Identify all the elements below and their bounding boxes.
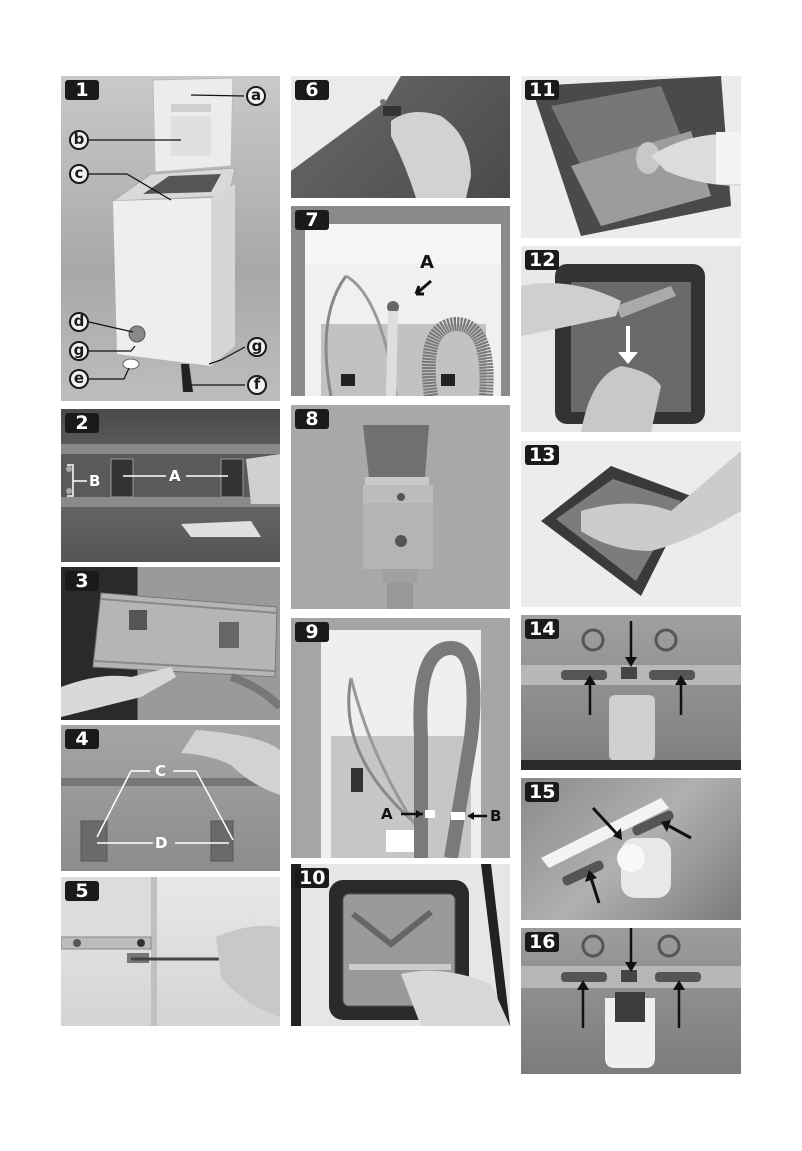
step-number-badge: 3 [65,571,99,591]
label-a: A [169,467,181,485]
step-4-image: 4 C D [61,725,280,871]
label-d: D [155,834,168,852]
step-number-badge: 8 [295,409,329,429]
drum-close-illustration [541,451,741,596]
washing-machine-illustration [88,77,246,392]
step-number-badge: 6 [295,80,329,100]
step-number-badge: 16 [525,932,560,952]
bracket-removal-illustration [61,592,280,717]
step-number-badge: 9 [295,622,329,642]
drum-flap-open-illustration [521,264,705,432]
step-12-image: 12 [521,246,741,432]
step-16-image: 16 [521,928,741,1074]
rear-hoses-illustration [305,224,501,396]
step-11-image: 11 [521,76,741,238]
step-number-badge: 12 [525,250,560,270]
step-8-image: 8 [291,405,510,609]
step-number-badge: 2 [65,413,99,433]
step-9-image: 9 A B [291,618,510,858]
callout-c: c [69,164,89,184]
step-1-image: 1 a b c d g e g f [61,76,280,401]
callout-b: b [69,130,89,150]
hose-clips-illustration [321,630,487,858]
callout-g-right: g [247,337,267,357]
step-number-badge: 15 [525,782,560,802]
callout-e: e [69,369,89,389]
transport-bracket-illustration [61,444,280,537]
callout-g-left: g [69,341,89,361]
step-15-image: 15 [521,778,741,920]
label-a: A [381,805,393,823]
drum-latch-final-illustration [521,928,741,1068]
label-c: C [155,762,167,780]
callout-f: f [247,375,267,395]
step-5-image: 5 [61,877,280,1026]
step-number-badge: 7 [295,210,329,230]
drum-latch-closed-illustration [541,798,692,904]
step-2-image: 2 A B [61,409,280,562]
drum-button-illustration [531,76,741,236]
step-number-badge: 1 [65,80,99,100]
bracket-holes-illustration [61,730,280,862]
step-number-badge: 10 [295,868,330,888]
leveling-foot-illustration [291,76,471,198]
step-number-badge: 4 [65,729,99,749]
step-3-image: 3 [61,567,280,720]
drum-latch-check-illustration [521,621,741,770]
drum-flaps-illustration [291,864,510,1026]
label-b: B [490,807,502,825]
step-13-image: 13 [521,441,741,607]
label-a: A [420,252,434,273]
step-number-badge: 14 [525,619,560,639]
step-14-image: 14 [521,615,741,770]
callout-a: a [246,86,266,106]
step-number-badge: 13 [525,445,560,465]
step-number-badge: 11 [525,80,560,100]
step-number-badge: 5 [65,881,99,901]
step-6-image: 6 [291,76,510,198]
label-b: B [89,472,101,490]
callout-d: d [69,312,89,332]
step-10-image: 10 [291,864,510,1026]
drain-hose-connector-illustration [363,425,433,609]
foot-adjustment-illustration [61,877,280,1026]
step-7-image: 7 A [291,206,510,396]
